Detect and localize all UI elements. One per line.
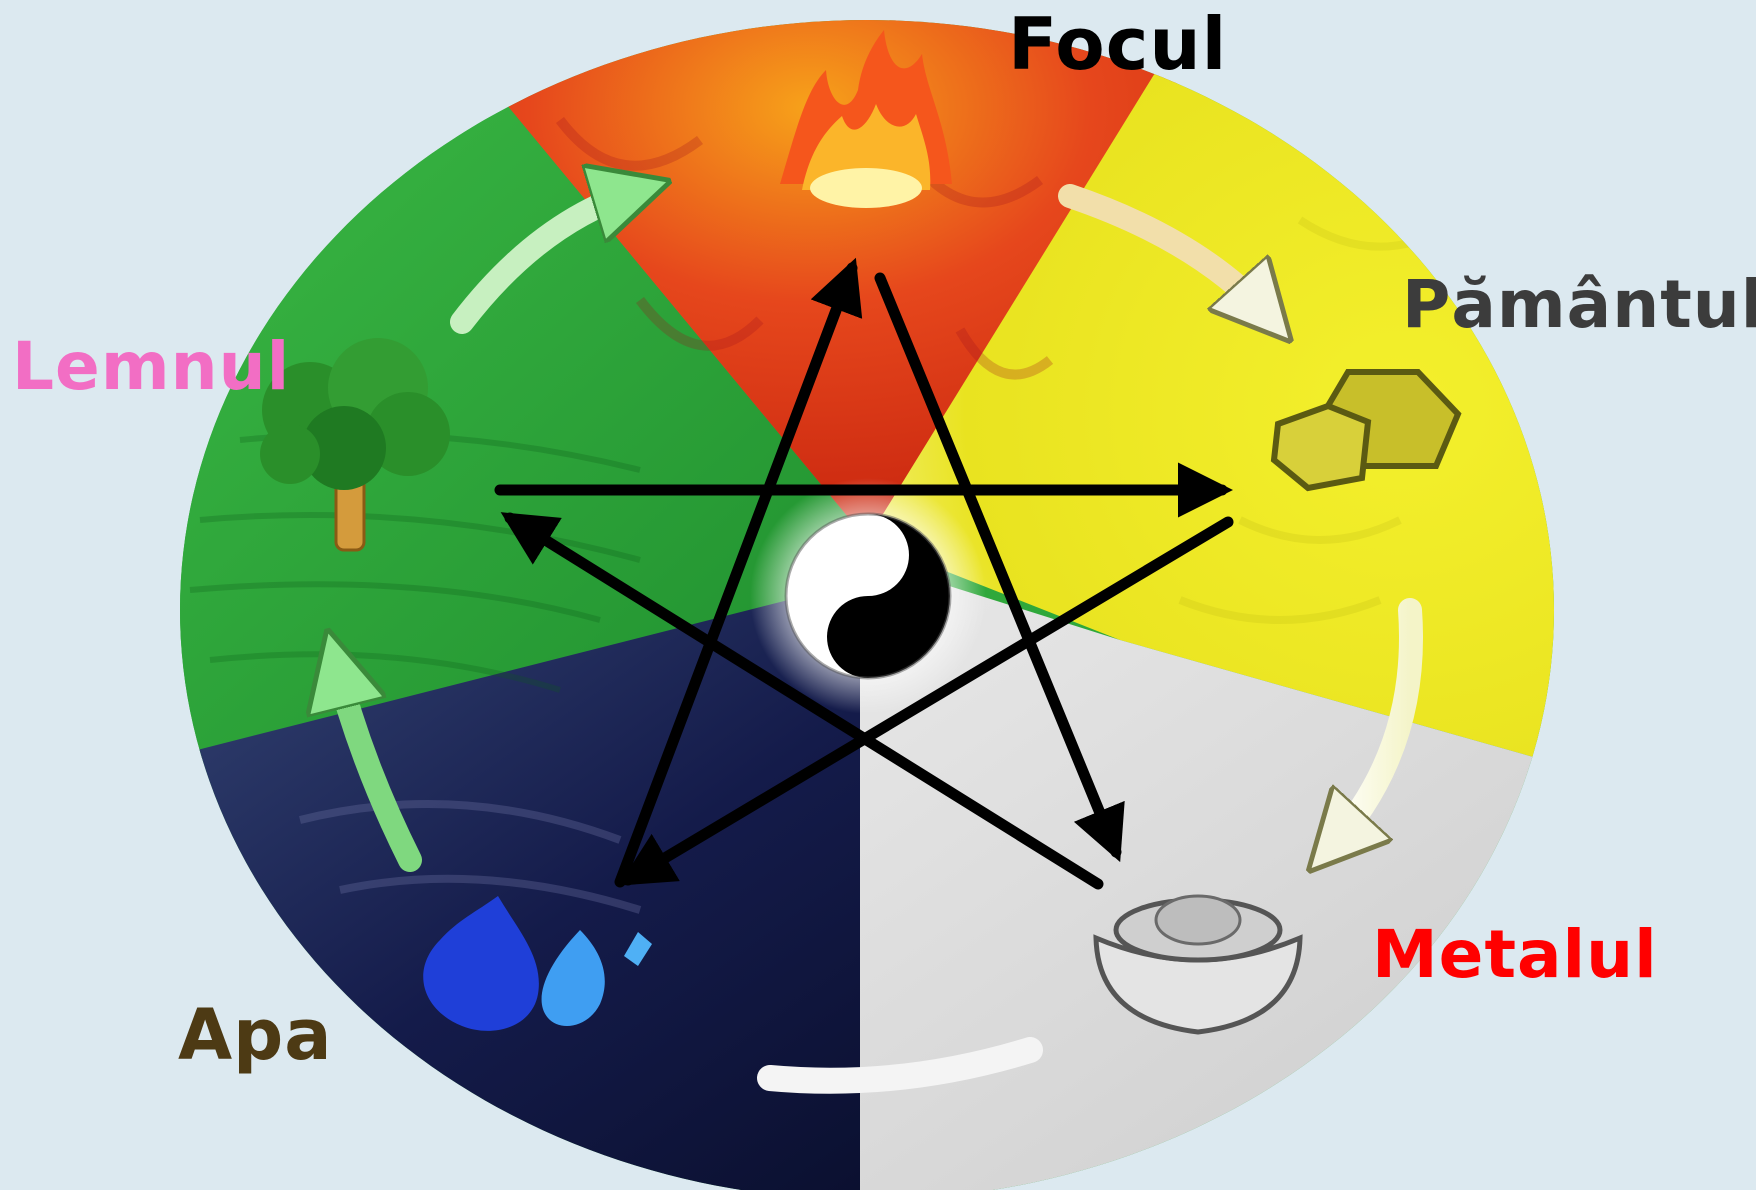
water-label: Apa: [178, 1000, 333, 1070]
earth-label: Pământul: [1402, 272, 1756, 338]
yin-yang-icon: [750, 478, 986, 714]
metal-label: Metalul: [1372, 922, 1658, 988]
wood-label: Lemnul: [12, 334, 290, 400]
fire-label: Focul: [1008, 8, 1227, 80]
